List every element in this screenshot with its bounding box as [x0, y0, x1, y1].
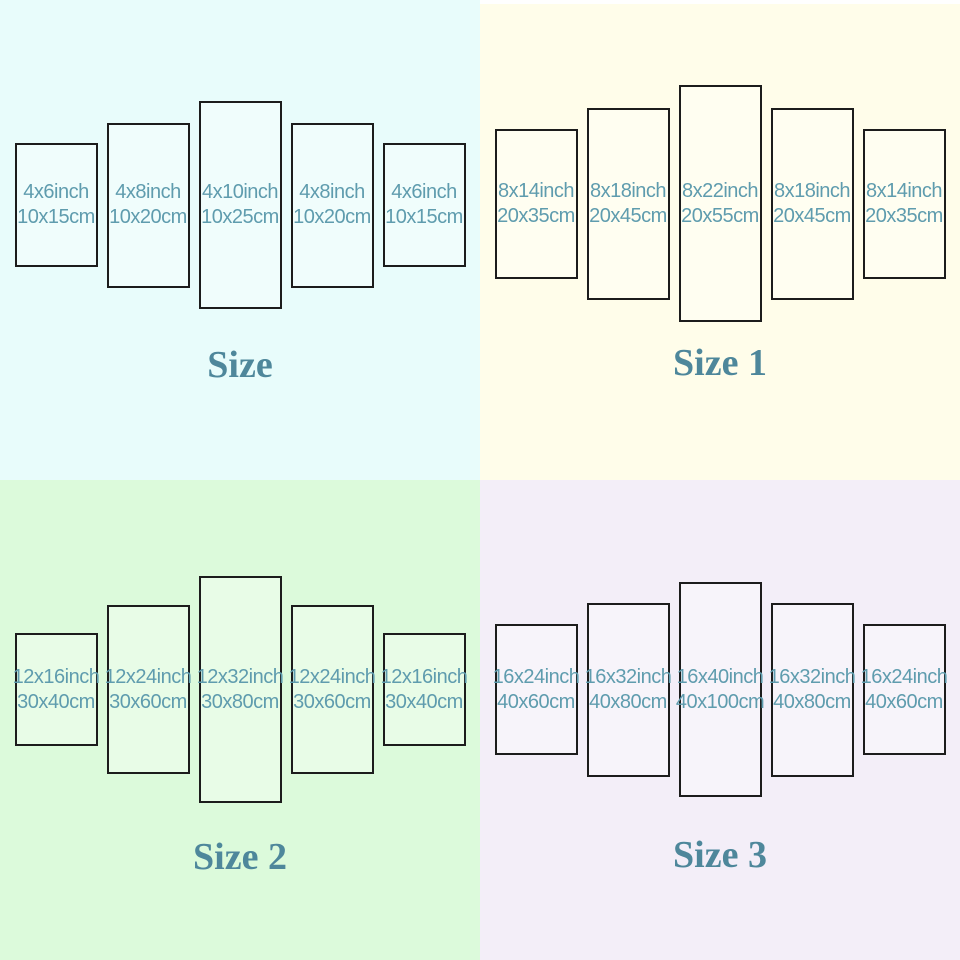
size-group-title: Size 1	[673, 342, 767, 384]
size-group-title: Size 2	[193, 836, 287, 878]
size-group-title: Size	[207, 344, 273, 386]
size-group-title: Size 3	[673, 834, 767, 876]
